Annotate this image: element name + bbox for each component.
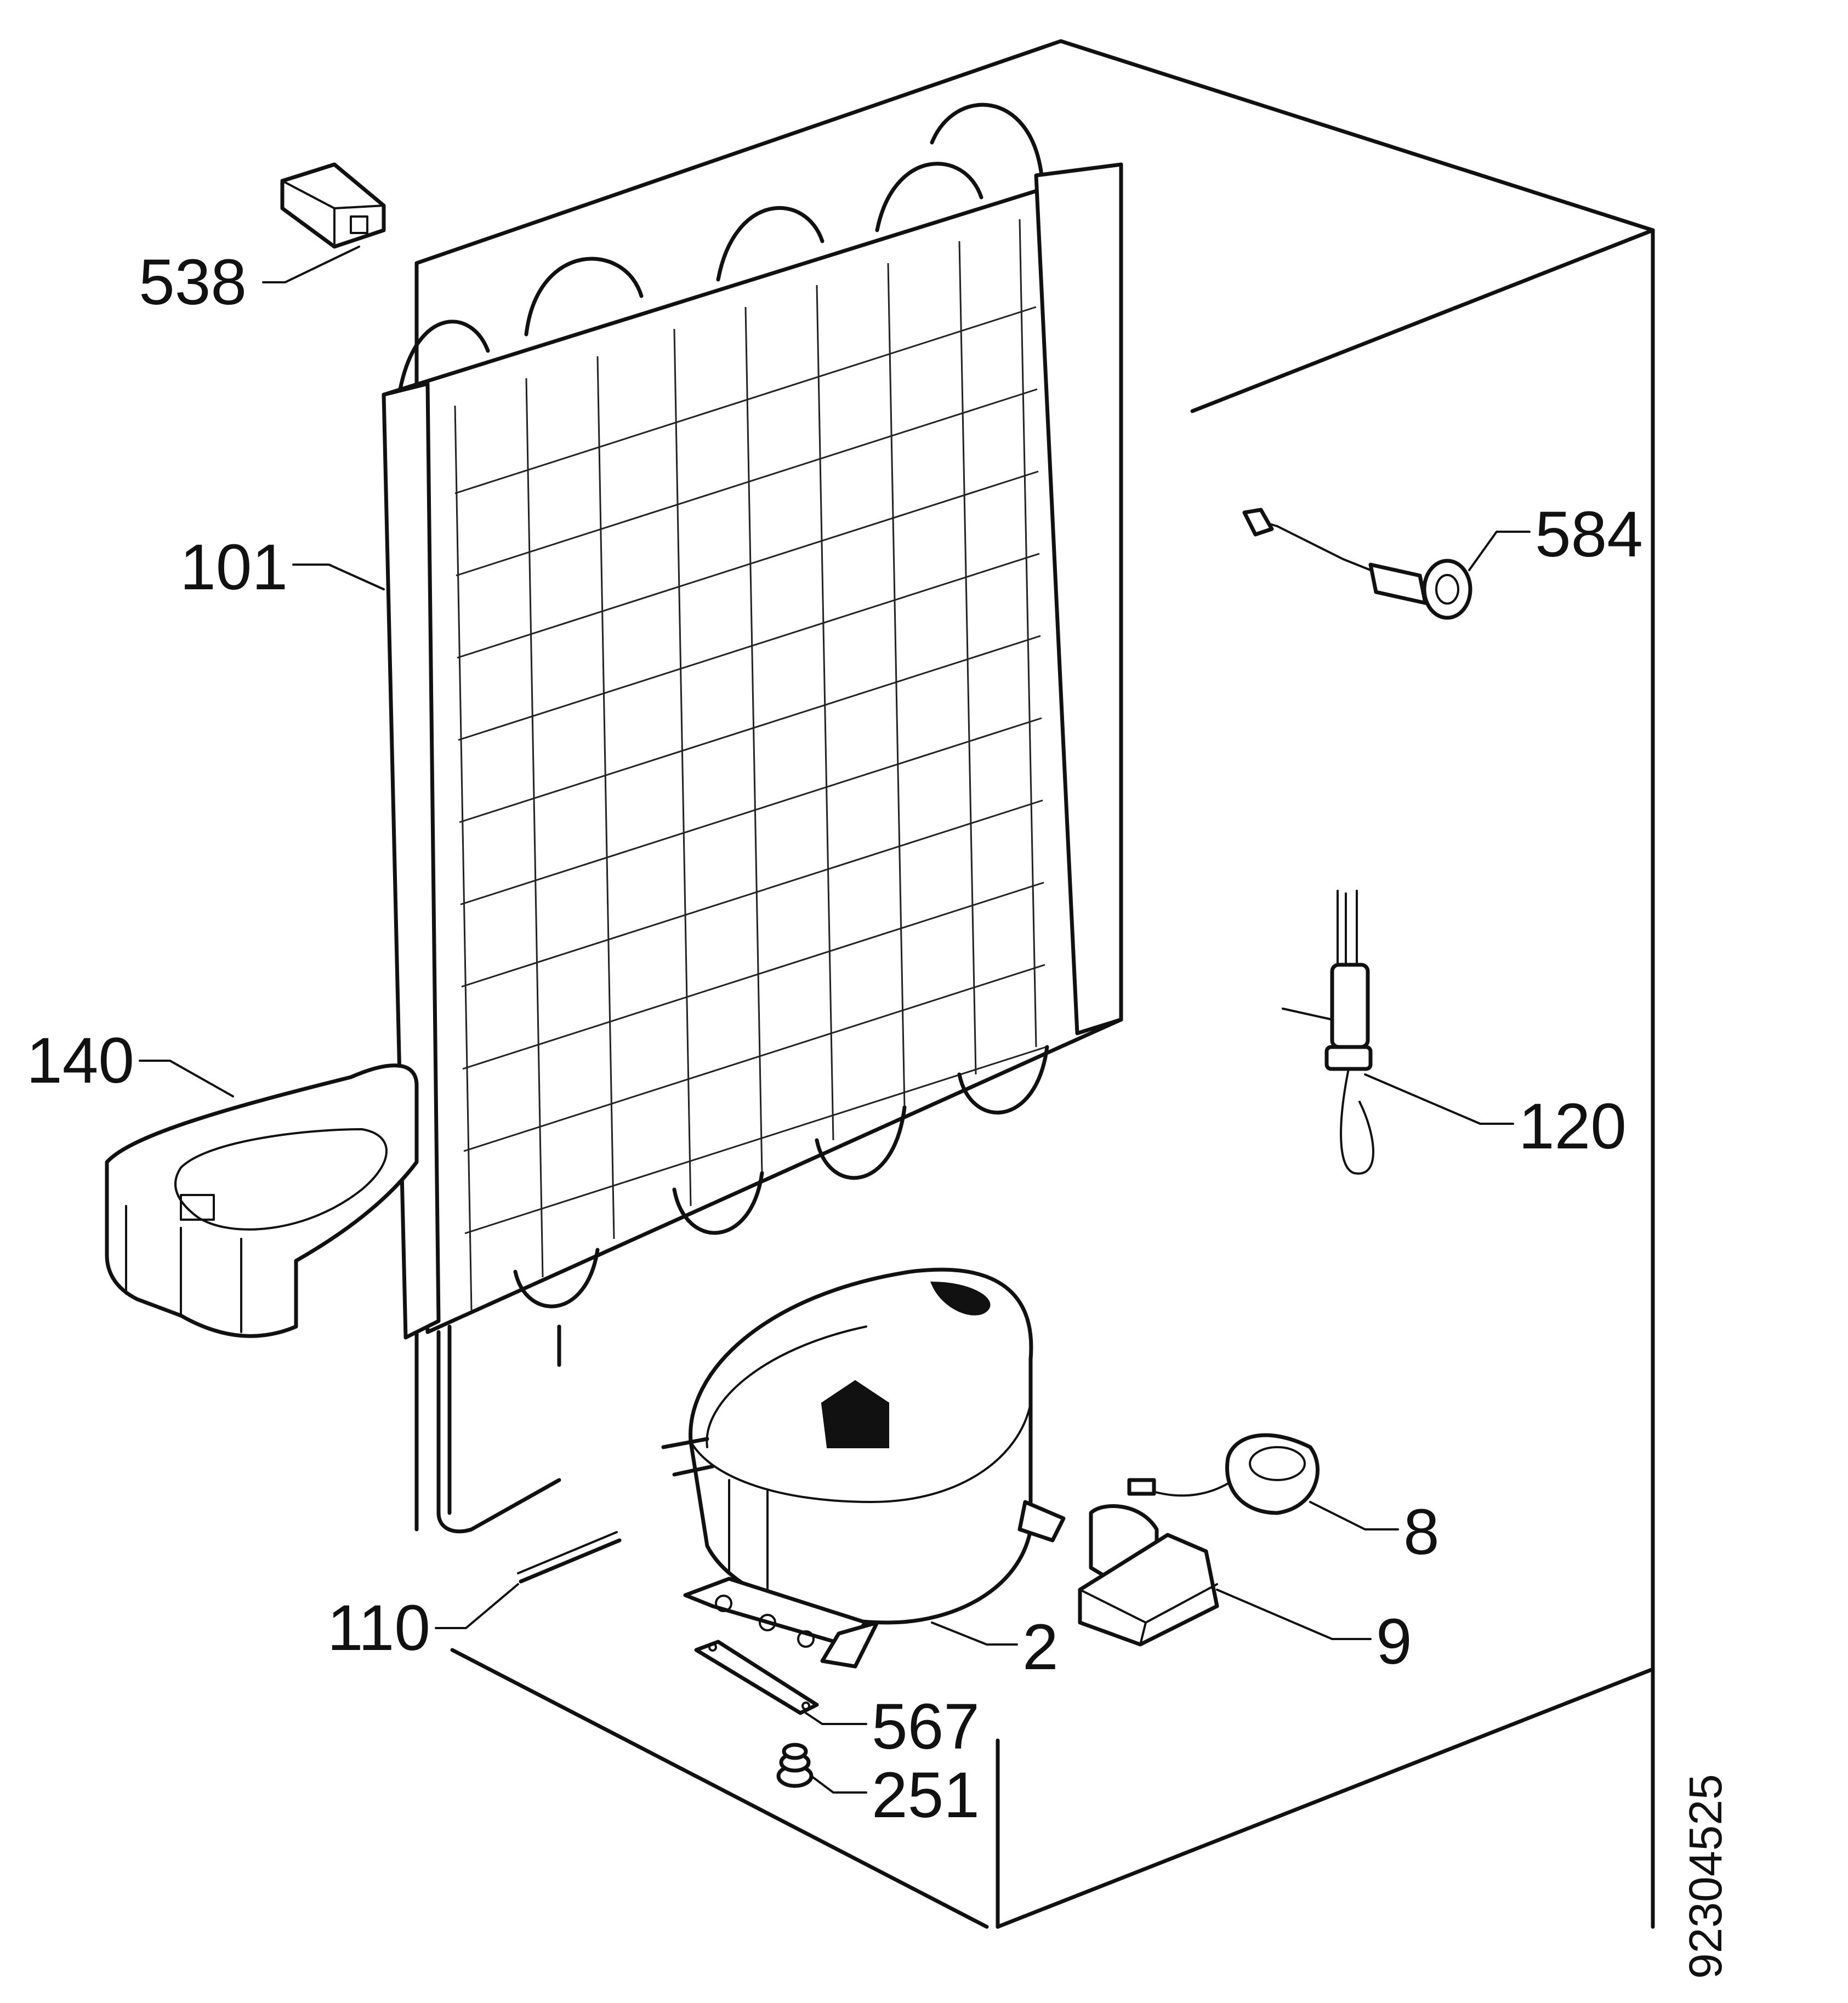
callout-110: 110	[327, 1592, 430, 1664]
part-8-protector	[1127, 1433, 1320, 1515]
part-567-plate	[694, 1640, 819, 1715]
callout-538: 538	[139, 246, 247, 318]
condenser	[382, 103, 1123, 1534]
callout-9: 9	[1376, 1606, 1412, 1678]
callout-101: 101	[180, 531, 288, 604]
callout-labels: 538 101 140 584 120 8 9 110 2 567 251	[26, 246, 1643, 1831]
part-110-tube	[517, 1531, 622, 1584]
part-584-sensor	[1242, 508, 1472, 620]
callout-120: 120	[1519, 1090, 1627, 1163]
part-251-grommet	[776, 1743, 814, 1788]
callout-251: 251	[872, 1759, 980, 1831]
part-9-relay	[1078, 1504, 1219, 1647]
callout-8: 8	[1403, 1496, 1440, 1568]
callout-567: 567	[872, 1691, 980, 1763]
part-538-bracket	[280, 162, 386, 249]
callout-2: 2	[1022, 1611, 1059, 1683]
drawing-code: 92304525	[1680, 1774, 1731, 1979]
leader-lines	[139, 246, 1531, 1794]
part-140-drip-tray	[105, 1063, 419, 1338]
part-120-thermostat	[1282, 890, 1374, 1175]
callout-140: 140	[26, 1025, 134, 1097]
part-2-compressor	[661, 1267, 1066, 1669]
callout-584: 584	[1535, 498, 1643, 571]
